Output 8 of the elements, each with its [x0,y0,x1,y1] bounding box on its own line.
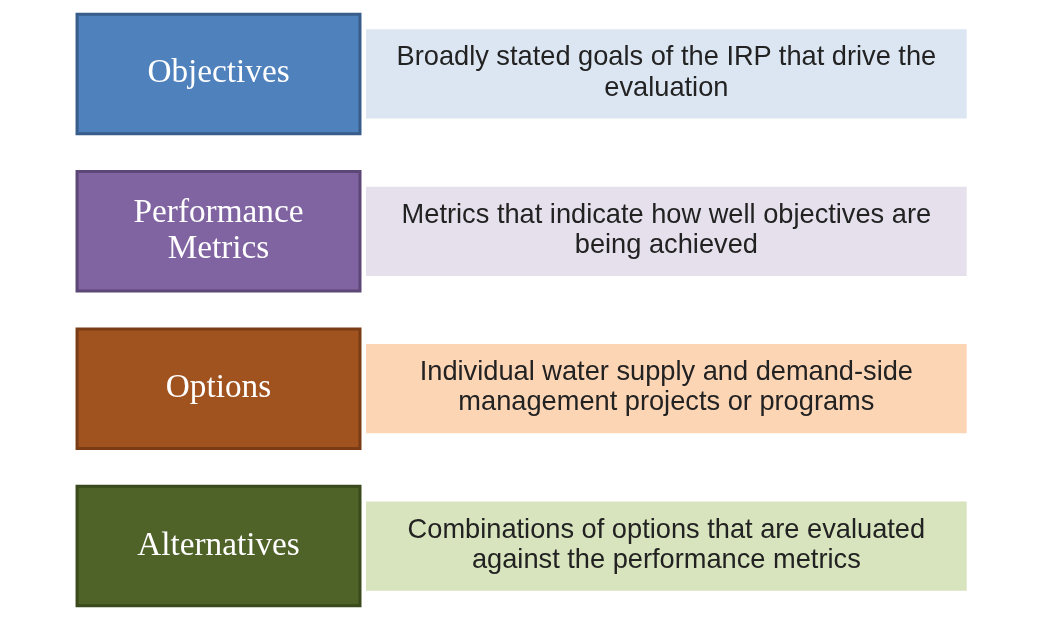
node-box: Individual water supply and demand-side management projects or programs [366,344,967,434]
node-box: Combinations of options that are evaluated against the performance metrics [366,501,967,591]
node-box: Performance Metrics [75,170,362,293]
node-box: Alternatives [75,484,362,608]
node-box: Objectives [75,12,362,136]
node-box: Options [75,327,362,450]
node-box: Metrics that indicate how well objectives are being achieved [366,186,967,276]
node-box: Broadly stated goals of the IRP that drive the evaluation [366,29,967,119]
